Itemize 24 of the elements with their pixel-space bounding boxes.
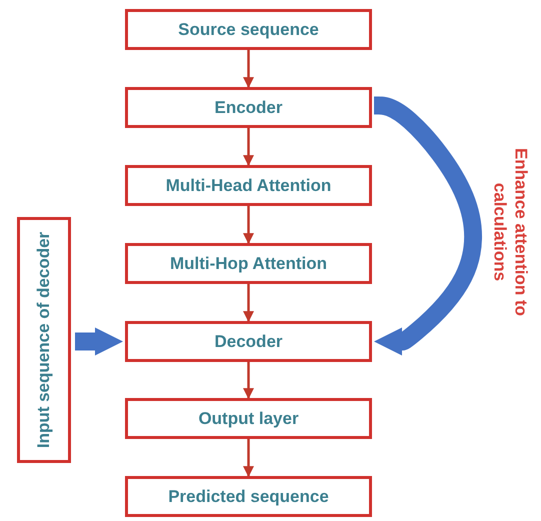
process-box [125,398,372,439]
box-label: Source sequence [178,20,319,40]
arrow [243,284,254,322]
box-label: Multi-Hop Attention [170,254,328,274]
process-box [125,165,372,206]
arrow [243,362,254,400]
arrow [243,128,254,166]
process-box [125,321,372,362]
box-label: Input sequence of decoder [34,230,54,450]
arrow [243,206,254,244]
box-label: Predicted sequence [168,486,329,506]
box-label: Decoder [214,332,283,352]
block-arrow [75,328,123,356]
process-box [125,476,372,517]
arrow [243,439,254,478]
box-label: Output layer [198,408,299,428]
process-box [125,243,372,284]
box-label: Encoder [214,98,283,118]
process-box [125,9,372,50]
box-label: Multi-Head Attention [166,176,332,196]
arrow [243,50,254,88]
process-box [125,87,372,128]
process-box [17,217,71,463]
edge-label: Enhance attention to calculations [489,146,532,318]
